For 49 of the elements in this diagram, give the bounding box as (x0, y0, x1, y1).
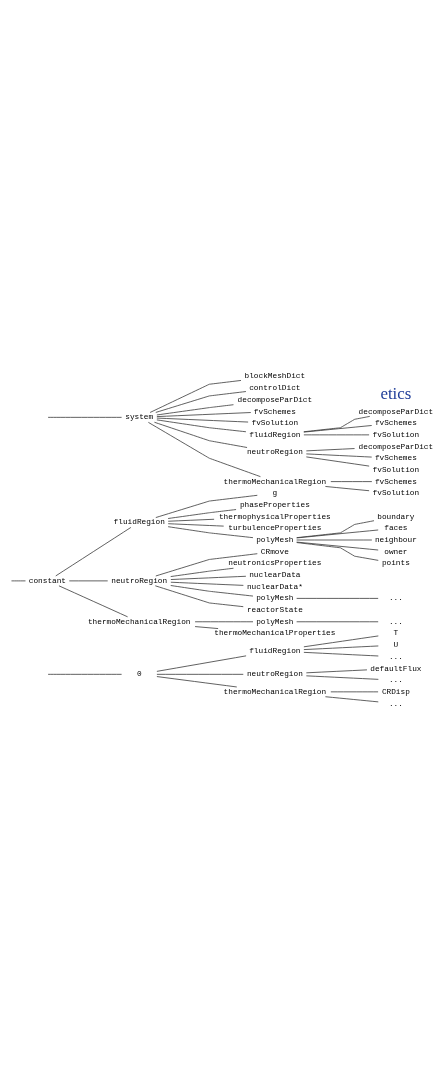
connector (170, 567, 234, 577)
connector (148, 421, 261, 478)
connector (170, 585, 254, 597)
connector (330, 481, 373, 482)
connector (305, 669, 368, 674)
connector (170, 575, 247, 580)
connector (303, 425, 373, 433)
connector (156, 676, 238, 688)
connector (58, 585, 128, 618)
connector (296, 541, 379, 551)
label: etics (380, 383, 412, 403)
connector (296, 529, 379, 539)
connector (149, 380, 242, 413)
connector (194, 621, 254, 623)
connector (167, 523, 225, 527)
connector (325, 486, 370, 492)
connector (296, 520, 375, 539)
connector (156, 419, 247, 433)
connector (305, 448, 355, 452)
connector (156, 655, 247, 672)
connector (305, 453, 373, 458)
connector (156, 417, 249, 423)
connector (305, 675, 379, 680)
connector (303, 416, 371, 433)
connector (55, 527, 132, 577)
connector (156, 404, 234, 416)
connector (154, 585, 244, 608)
connector (303, 635, 379, 648)
connector (155, 553, 258, 577)
connector (155, 494, 258, 518)
connector (303, 645, 379, 650)
connector (167, 518, 215, 522)
connector (296, 621, 379, 623)
connector (296, 539, 373, 541)
connector (156, 412, 252, 417)
connector (47, 673, 122, 675)
connector (296, 598, 379, 599)
connector (154, 421, 248, 448)
connector (167, 509, 237, 519)
connector (303, 651, 379, 657)
connector (296, 542, 379, 561)
connector (167, 526, 254, 539)
connector (194, 626, 219, 629)
connector (155, 391, 247, 413)
connector (47, 416, 122, 418)
connector (305, 456, 370, 467)
connector (170, 581, 244, 586)
connector (156, 673, 244, 675)
connector (325, 696, 379, 703)
